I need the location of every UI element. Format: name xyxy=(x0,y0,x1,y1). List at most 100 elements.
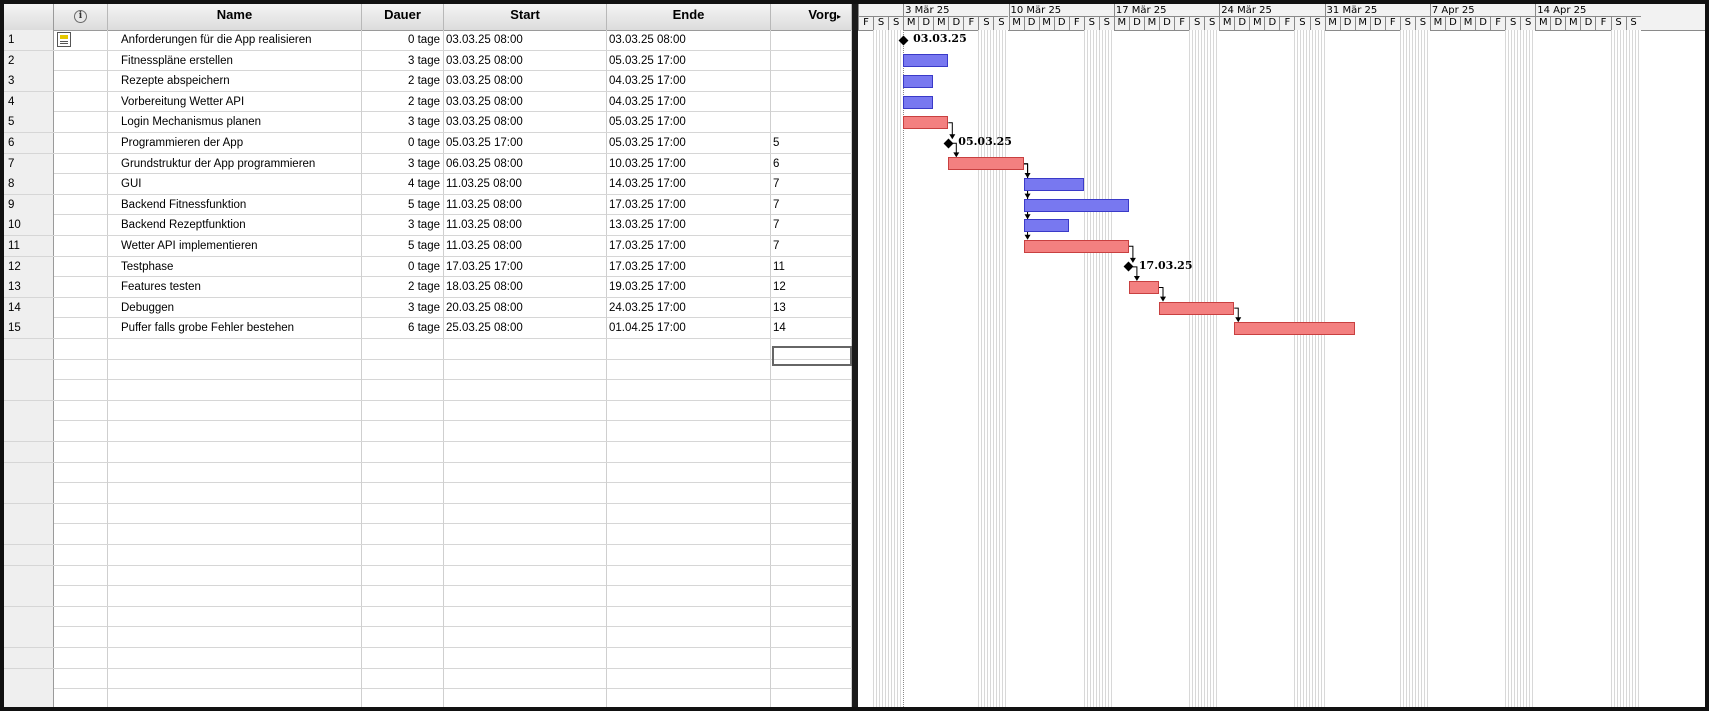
indicator-cell[interactable] xyxy=(54,421,108,442)
predecessor-cell[interactable] xyxy=(771,483,852,504)
task-name-cell[interactable] xyxy=(108,627,362,648)
row-number[interactable] xyxy=(4,648,54,668)
task-name-cell[interactable] xyxy=(108,400,362,421)
row-number[interactable]: 4 xyxy=(4,91,54,112)
duration-cell[interactable] xyxy=(362,545,444,565)
start-cell[interactable] xyxy=(444,359,607,380)
empty-row[interactable] xyxy=(4,606,852,628)
predecessor-cell[interactable] xyxy=(771,586,852,607)
row-number[interactable]: 11 xyxy=(4,236,54,256)
indicator-cell[interactable] xyxy=(54,524,108,545)
task-name-cell[interactable] xyxy=(108,442,362,462)
start-cell[interactable]: 05.03.25 17:00 xyxy=(444,133,607,153)
task-name-cell[interactable] xyxy=(108,483,362,504)
duration-cell[interactable]: 0 tage xyxy=(362,30,444,50)
predecessor-cell[interactable]: 11 xyxy=(771,256,852,277)
predecessor-cell[interactable] xyxy=(771,380,852,401)
duration-cell[interactable] xyxy=(362,524,444,545)
task-name-cell[interactable] xyxy=(108,380,362,401)
start-cell[interactable]: 03.03.25 08:00 xyxy=(444,91,607,112)
task-name-cell[interactable] xyxy=(108,524,362,545)
duration-cell[interactable] xyxy=(362,483,444,504)
indicator-cell[interactable] xyxy=(54,359,108,380)
empty-row[interactable] xyxy=(4,359,852,381)
task-bar[interactable] xyxy=(1023,178,1084,191)
indicator-cell[interactable] xyxy=(54,483,108,504)
duration-cell[interactable]: 3 tage xyxy=(362,215,444,236)
empty-row[interactable] xyxy=(4,380,852,401)
duration-cell[interactable]: 3 tage xyxy=(362,112,444,133)
duration-cell[interactable] xyxy=(362,380,444,401)
row-number[interactable]: 6 xyxy=(4,133,54,153)
start-cell[interactable]: 11.03.25 08:00 xyxy=(444,174,607,195)
predecessor-cell[interactable] xyxy=(771,524,852,545)
task-bar[interactable] xyxy=(1023,198,1129,212)
task-name-cell[interactable]: Login Mechanismus planen xyxy=(108,112,362,133)
empty-row[interactable] xyxy=(4,442,852,463)
row-number[interactable]: 12 xyxy=(4,256,54,277)
task-name-cell[interactable] xyxy=(108,648,362,668)
task-name-cell[interactable]: Features testen xyxy=(108,277,362,298)
duration-cell[interactable] xyxy=(362,668,444,689)
empty-row[interactable] xyxy=(4,545,852,566)
task-name-cell[interactable]: Programmieren der App xyxy=(108,133,362,153)
start-cell[interactable] xyxy=(444,400,607,421)
start-cell[interactable]: 18.03.25 08:00 xyxy=(444,277,607,298)
start-cell[interactable]: 03.03.25 08:00 xyxy=(444,50,607,71)
header-indicators[interactable]: i xyxy=(54,4,108,30)
start-cell[interactable] xyxy=(444,668,607,689)
row-number[interactable] xyxy=(4,565,54,586)
predecessor-cell[interactable] xyxy=(771,668,852,689)
end-cell[interactable]: 05.03.25 17:00 xyxy=(607,133,771,153)
predecessor-cell[interactable]: 7 xyxy=(771,194,852,215)
task-name-cell[interactable] xyxy=(108,586,362,607)
start-cell[interactable] xyxy=(444,380,607,401)
predecessor-cell[interactable] xyxy=(771,503,852,524)
duration-cell[interactable] xyxy=(362,462,444,483)
indicator-cell[interactable] xyxy=(54,565,108,586)
duration-cell[interactable] xyxy=(362,606,444,627)
empty-row[interactable] xyxy=(4,648,852,669)
indicator-cell[interactable] xyxy=(54,545,108,565)
end-cell[interactable] xyxy=(607,359,771,380)
task-name-cell[interactable]: GUI xyxy=(108,174,362,195)
start-cell[interactable]: 25.03.25 08:00 xyxy=(444,318,607,339)
end-cell[interactable] xyxy=(607,462,771,483)
predecessor-cell[interactable] xyxy=(771,30,852,50)
end-cell[interactable]: 17.03.25 17:00 xyxy=(607,256,771,277)
duration-cell[interactable] xyxy=(362,421,444,442)
row-number[interactable]: 9 xyxy=(4,194,54,215)
duration-cell[interactable] xyxy=(362,400,444,421)
start-cell[interactable] xyxy=(444,524,607,545)
start-cell[interactable] xyxy=(444,565,607,586)
task-name-cell[interactable] xyxy=(108,565,362,586)
task-bar[interactable] xyxy=(1128,281,1159,294)
task-bar[interactable] xyxy=(903,75,934,88)
empty-row[interactable] xyxy=(4,668,852,690)
indicator-cell[interactable] xyxy=(54,71,108,92)
end-cell[interactable] xyxy=(607,545,771,565)
predecessor-cell[interactable] xyxy=(771,71,852,92)
end-cell[interactable]: 19.03.25 17:00 xyxy=(607,277,771,298)
task-name-cell[interactable]: Rezepte abspeichern xyxy=(108,71,362,92)
header-end[interactable]: Ende xyxy=(607,4,771,30)
duration-cell[interactable]: 2 tage xyxy=(362,71,444,92)
start-cell[interactable]: 11.03.25 08:00 xyxy=(444,236,607,256)
start-cell[interactable] xyxy=(444,648,607,668)
start-cell[interactable] xyxy=(444,545,607,565)
indicator-cell[interactable] xyxy=(54,339,108,359)
indicator-cell[interactable] xyxy=(54,50,108,71)
task-name-cell[interactable]: Puffer falls grobe Fehler bestehen xyxy=(108,318,362,339)
end-cell[interactable] xyxy=(607,689,771,707)
task-name-cell[interactable] xyxy=(108,421,362,442)
predecessor-cell[interactable] xyxy=(771,606,852,627)
start-cell[interactable] xyxy=(444,606,607,627)
predecessor-cell[interactable] xyxy=(771,50,852,71)
end-cell[interactable]: 17.03.25 17:00 xyxy=(607,194,771,215)
task-name-cell[interactable] xyxy=(108,606,362,627)
